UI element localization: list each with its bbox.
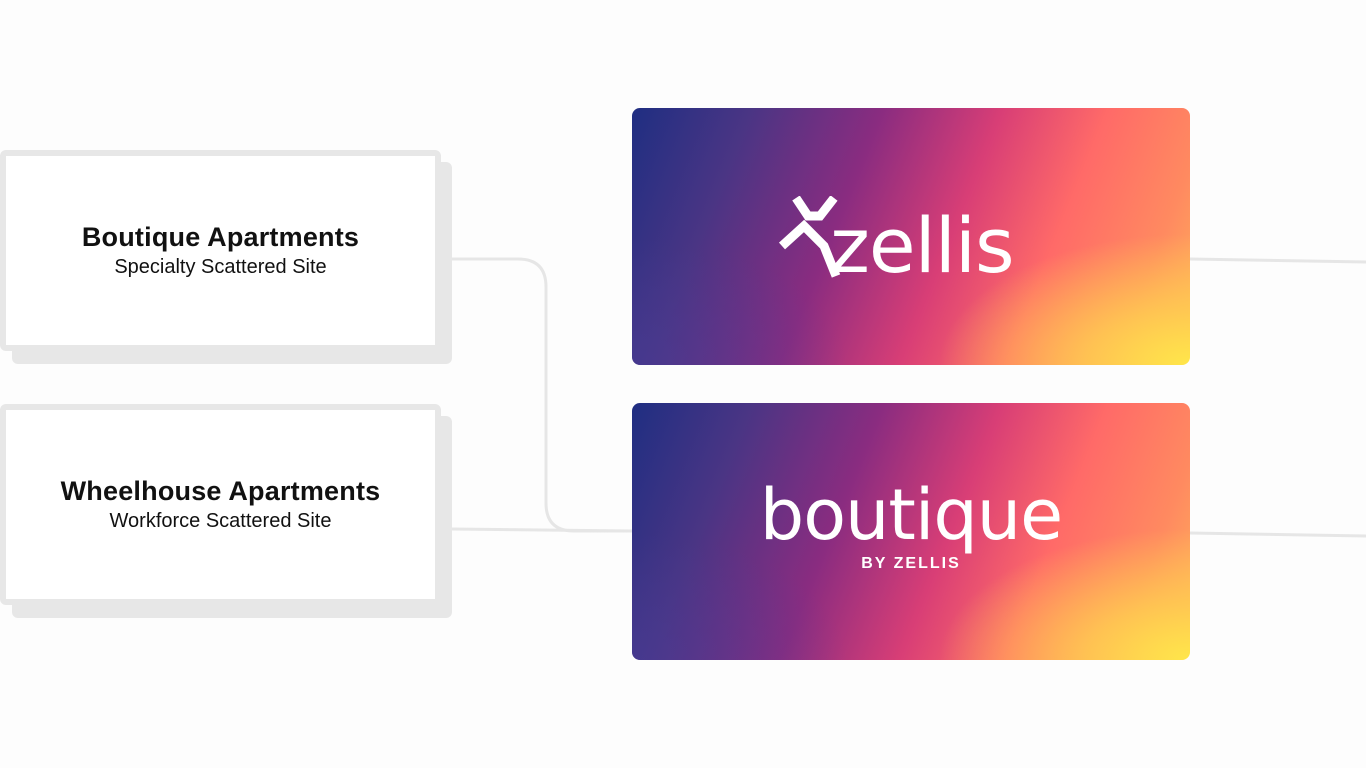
zellis-brand-tile[interactable]: zellis xyxy=(632,108,1190,365)
boutique-tagline: BY ZELLIS xyxy=(861,555,961,572)
boutique-brand-tile[interactable]: boutique BY ZELLIS xyxy=(632,403,1190,660)
zellis-wordmark: zellis xyxy=(830,201,1015,290)
card-subtitle: Workforce Scattered Site xyxy=(109,510,332,532)
card-title: Wheelhouse Apartments xyxy=(60,476,381,506)
connector-boutique-tile-out xyxy=(1189,531,1366,538)
card-title: Boutique Apartments xyxy=(81,222,360,252)
boutique-logo: boutique BY ZELLIS xyxy=(632,403,1190,660)
connector-boutique-to-boutique-tile xyxy=(452,257,632,533)
card-subtitle: Specialty Scattered Site xyxy=(114,256,327,278)
zellis-chevron-mark-icon xyxy=(778,196,841,278)
connector-wheelhouse-to-boutique-tile xyxy=(451,527,633,533)
property-card-wheelhouse-apartments[interactable]: Wheelhouse Apartments Workforce Scattere… xyxy=(0,404,441,605)
zellis-logo: zellis xyxy=(632,108,1190,365)
connector-zellis-tile-out xyxy=(1189,257,1366,264)
boutique-wordmark: boutique xyxy=(759,474,1063,556)
property-card-boutique-apartments[interactable]: Boutique Apartments Specialty Scattered … xyxy=(0,150,441,351)
